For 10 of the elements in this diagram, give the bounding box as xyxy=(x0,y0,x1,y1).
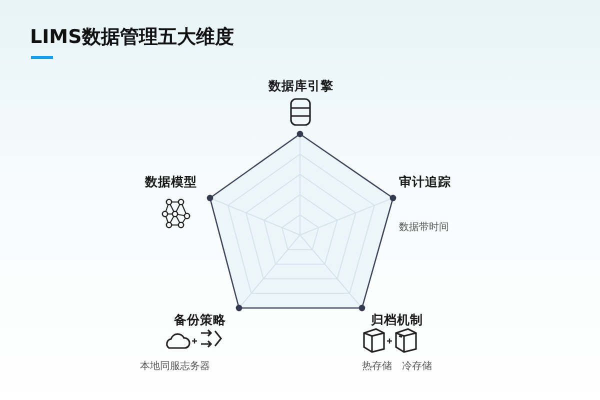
dimension-label: 数据库引擎 xyxy=(268,78,334,95)
dimension-label: 备份策略 xyxy=(174,312,226,329)
title: LIMS数据管理五大维度 xyxy=(30,25,234,50)
caption-text: 数据带时间 xyxy=(399,220,449,234)
caption-text: 热存储 xyxy=(362,360,392,373)
dimension-label: 数据模型 xyxy=(145,174,197,191)
dimension-label: 审计追踪 xyxy=(399,174,451,191)
caption-text: 本地同服志务器 xyxy=(140,360,210,373)
dimension-label: 归档机制 xyxy=(371,312,423,329)
caption-text: 冷存储 xyxy=(402,360,432,373)
